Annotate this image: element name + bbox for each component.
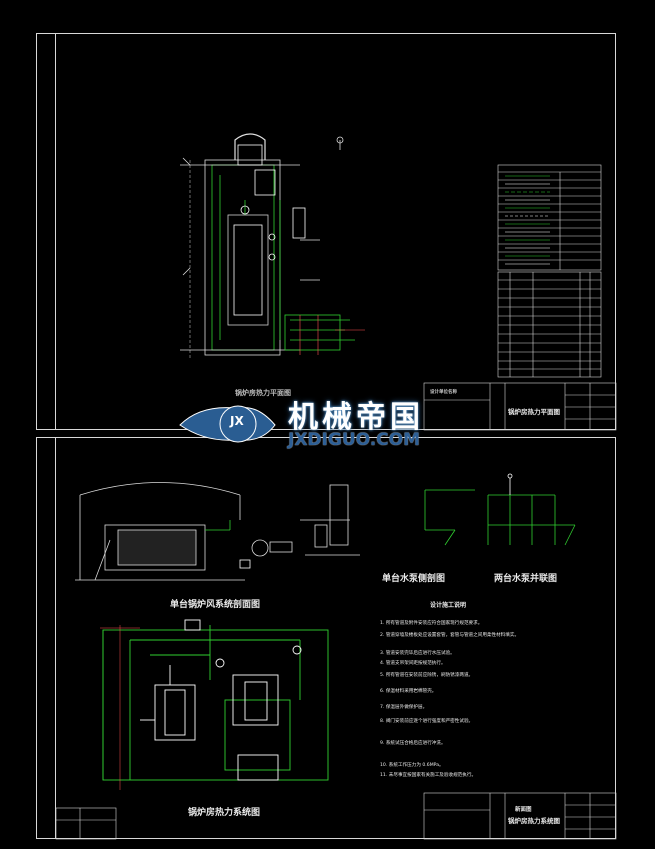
- note-item: 10. 系统工作压力为 0.6MPa。: [380, 763, 444, 768]
- thermal-boilers: [140, 619, 302, 741]
- top-title-block: [423, 382, 617, 431]
- boiler-room-plan: [180, 133, 365, 360]
- fan-system-section: [75, 482, 360, 581]
- thermal-system-diagram: [102, 625, 329, 781]
- note-item: 11. 未尽事宜按国家有关施工及验收规范执行。: [380, 773, 477, 778]
- legend-table: [497, 164, 602, 271]
- top-title-block-small: 设计单位名称: [430, 390, 457, 395]
- watermark-brand-cn: 机械帝国: [288, 400, 424, 435]
- notes-title: 设计施工说明: [430, 602, 467, 609]
- note-item: 8. 阀门安装前应逐个进行强度和严密性试验。: [380, 719, 474, 724]
- note-item: 5. 所有管道在安装前应除锈，刷防锈漆两道。: [380, 673, 474, 678]
- equipment-table: [497, 271, 602, 378]
- bottom-title-block: [55, 792, 617, 840]
- top-title-block-name: 锅炉房热力平面图: [508, 408, 560, 416]
- thermal-system-title: 锅炉房热力系统图: [188, 808, 261, 818]
- note-item: 7. 保温层外做保护层。: [380, 705, 428, 710]
- watermark: JX 机械帝国 JXDIGUO.COM: [178, 392, 478, 462]
- single-pump-title: 单台水泵侧剖图: [382, 574, 446, 584]
- note-item: 4. 管道支吊架间距按规范执行。: [380, 661, 446, 666]
- note-item: 9. 系统试压合格后应进行冲洗。: [380, 741, 446, 746]
- two-pumps-title: 两台水泵并联图: [494, 574, 558, 584]
- note-item: 3. 管道安装完毕后应进行水压试验。: [380, 651, 455, 656]
- pump-diagrams: [424, 473, 576, 546]
- note-item: 1. 所有管道及附件安装应符合国家现行规范要求。: [380, 621, 483, 626]
- watermark-brand-en: JXDIGUO.COM: [288, 430, 421, 450]
- watermark-logo-wings: [179, 405, 276, 443]
- watermark-logo-letters: JX: [230, 414, 244, 428]
- bottom-sheet-left-strip: [36, 437, 56, 839]
- note-item: 2. 管道穿墙及楼板处应设置套管，套管与管道之间用柔性材料填实。: [380, 633, 520, 638]
- note-item: 6. 保温材料采用岩棉管壳。: [380, 689, 437, 694]
- bottom-title-block-sub: 新面图: [515, 807, 532, 813]
- thermal-red-lines: [100, 625, 140, 790]
- top-plan-title: 锅炉房热力平面图: [235, 389, 291, 397]
- bottom-title-block-name: 锅炉房热力系统图: [508, 817, 560, 825]
- fan-system-title: 单台锅炉风系统剖面图: [170, 600, 261, 610]
- top-sheet-left-strip: [36, 33, 56, 430]
